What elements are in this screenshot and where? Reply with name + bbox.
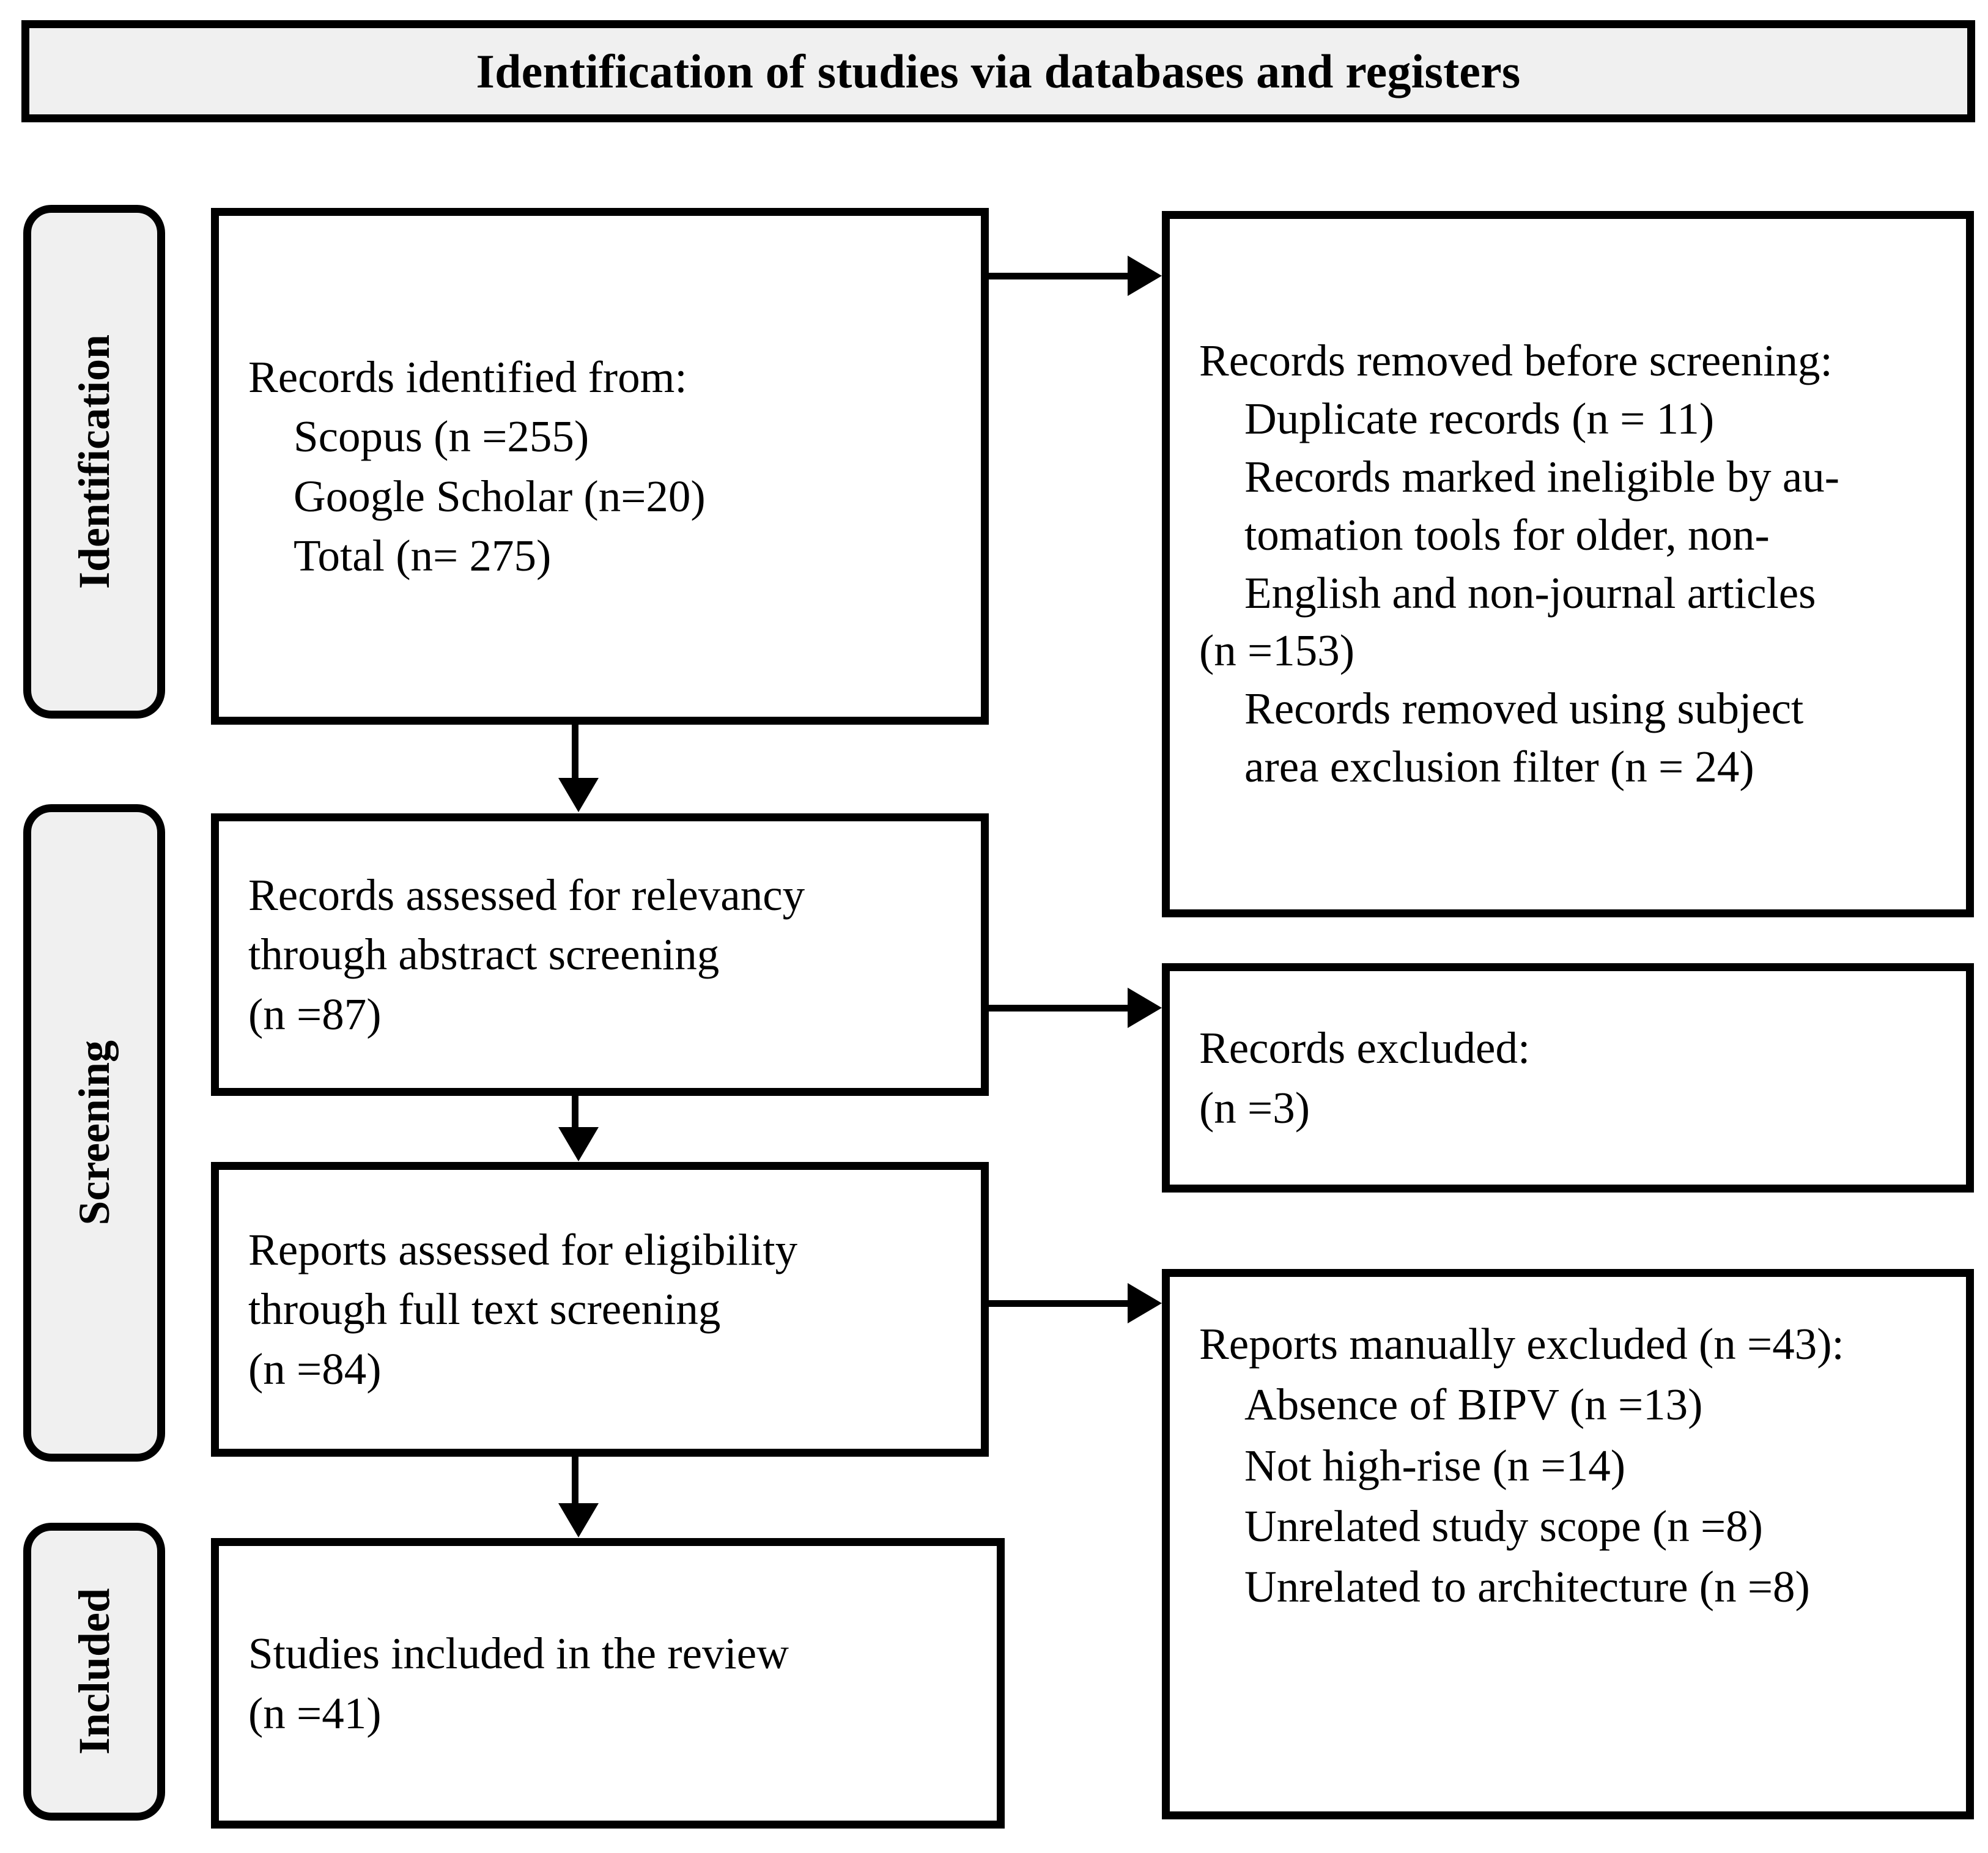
box-line: (n =87) bbox=[248, 989, 382, 1039]
box-line: Records removed using subject bbox=[1244, 684, 1804, 734]
arrow-right-icon-eligibility-to-manual bbox=[1128, 1283, 1162, 1323]
box-line: tomation tools for older, non- bbox=[1244, 509, 1770, 560]
stage-label-screening: Screening bbox=[23, 804, 165, 1462]
connector-line-relevancy-to-excluded bbox=[989, 1005, 1133, 1012]
box-line: Records excluded: bbox=[1199, 1023, 1531, 1073]
box-line: Records removed before screening: bbox=[1199, 335, 1833, 385]
box-records-identified: Records identified from: Scopus (n =255)… bbox=[211, 208, 989, 725]
box-line: area exclusion filter (n = 24) bbox=[1244, 742, 1754, 792]
arrow-down-icon-eligibility-to-included bbox=[558, 1503, 599, 1537]
connector-line-eligibility-to-included bbox=[572, 1457, 578, 1504]
box-line: (n =3) bbox=[1199, 1082, 1310, 1133]
box-line: Not high-rise (n =14) bbox=[1244, 1440, 1626, 1490]
box-line: Scopus (n =255) bbox=[294, 412, 589, 462]
box-line: through abstract screening bbox=[248, 930, 720, 980]
box-records-excluded: Records excluded: (n =3) bbox=[1162, 963, 1974, 1193]
diagram-title: Identification of studies via databases … bbox=[476, 44, 1521, 98]
stage-label-screening-text: Screening bbox=[70, 1040, 119, 1226]
box-line: through full text screening bbox=[248, 1284, 721, 1334]
box-line: Studies included in the review bbox=[248, 1629, 789, 1679]
box-line: (n =41) bbox=[248, 1688, 382, 1738]
stage-label-included: Included bbox=[23, 1523, 165, 1821]
diagram-header-banner: Identification of studies via databases … bbox=[21, 20, 1975, 122]
box-line: Google Scholar (n=20) bbox=[294, 471, 706, 521]
box-line: Records assessed for relevancy bbox=[248, 870, 805, 920]
box-line: Reports manually excluded (n =43): bbox=[1199, 1319, 1844, 1369]
stage-label-identification-text: Identification bbox=[70, 334, 119, 589]
box-studies-included: Studies included in the review (n =41) bbox=[211, 1538, 1005, 1829]
box-reports-assessed-eligibility: Reports assessed for eligibility through… bbox=[211, 1162, 989, 1457]
stage-label-identification: Identification bbox=[23, 205, 165, 719]
box-reports-manually-excluded: Reports manually excluded (n =43): Absen… bbox=[1162, 1269, 1974, 1819]
box-line: Unrelated to architecture (n =8) bbox=[1244, 1562, 1810, 1612]
box-line: (n =153) bbox=[1199, 626, 1355, 676]
box-line: Records marked ineligible by au- bbox=[1244, 451, 1840, 501]
box-line: Records identified from: bbox=[248, 352, 687, 402]
box-line: Duplicate records (n = 11) bbox=[1244, 393, 1715, 443]
box-line: Unrelated study scope (n =8) bbox=[1244, 1501, 1763, 1551]
arrow-right-icon-identified-to-removed bbox=[1128, 256, 1162, 296]
box-records-removed-before-screening: Records removed before screening: Duplic… bbox=[1162, 211, 1974, 917]
stage-label-included-text: Included bbox=[70, 1588, 119, 1755]
box-line: Total (n= 275) bbox=[294, 530, 552, 580]
arrow-down-icon-relevancy-to-eligibility bbox=[558, 1127, 599, 1161]
box-line: Reports assessed for eligibility bbox=[248, 1225, 798, 1275]
box-records-assessed-relevancy: Records assessed for relevancy through a… bbox=[211, 813, 989, 1096]
box-line: Absence of BIPV (n =13) bbox=[1244, 1380, 1703, 1430]
arrow-down-icon-identified-to-relevancy bbox=[558, 778, 599, 812]
connector-line-identified-to-relevancy bbox=[572, 725, 578, 780]
arrow-right-icon-relevancy-to-excluded bbox=[1128, 988, 1162, 1028]
connector-line-eligibility-to-manual bbox=[989, 1300, 1133, 1307]
box-line: English and non-journal articles bbox=[1244, 568, 1816, 618]
box-line: (n =84) bbox=[248, 1344, 382, 1394]
connector-line-relevancy-to-eligibility bbox=[572, 1096, 578, 1129]
connector-line-identified-to-removed bbox=[989, 273, 1133, 279]
